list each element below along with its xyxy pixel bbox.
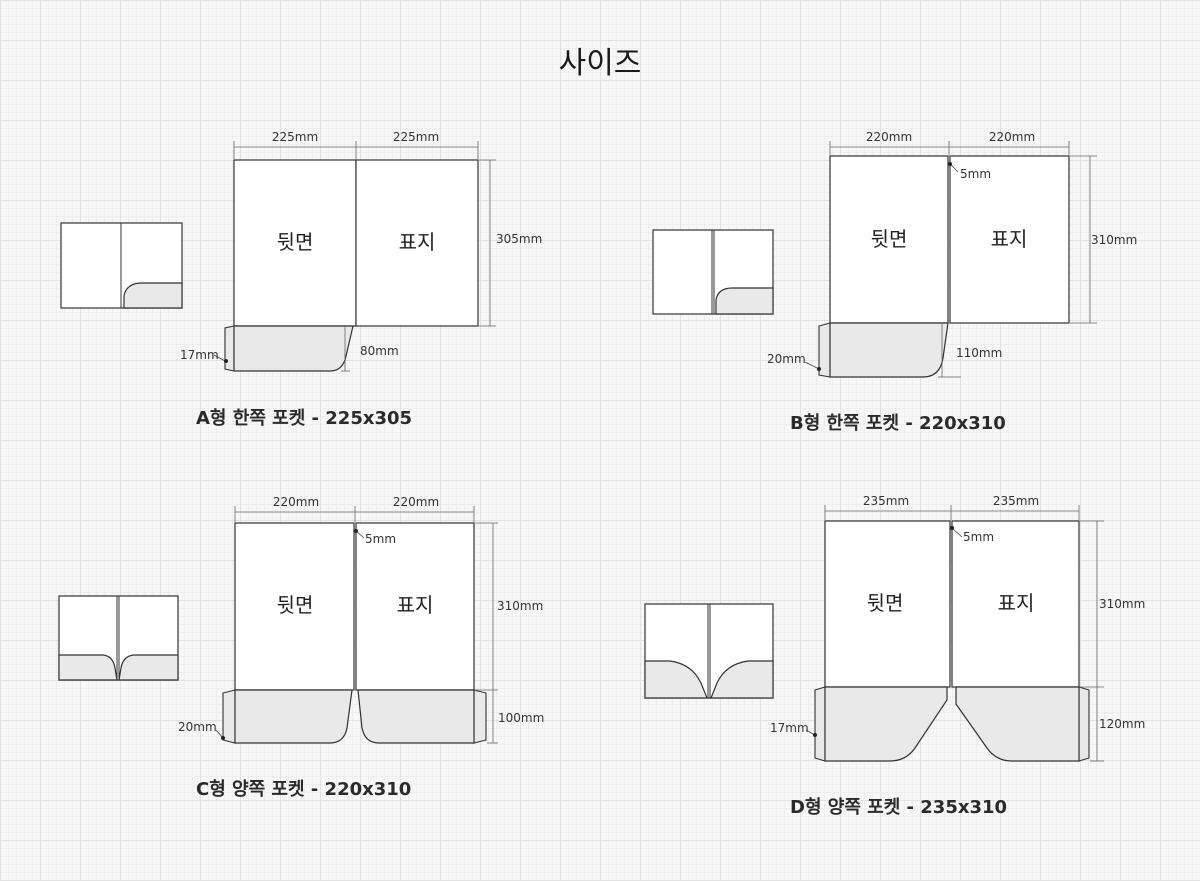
flat-layout-a — [224, 159, 479, 372]
spine-label-b: 5mm — [960, 167, 991, 181]
diagram-a: 뒷면 표지 225mm 225mm 305mm 80mm 17mm A형 한쪽 … — [60, 130, 542, 429]
pocket-height-label-b: 110mm — [956, 346, 1002, 360]
cover-panel-b — [949, 155, 1070, 324]
flat-layout-c — [222, 522, 487, 744]
pocket-left-d — [824, 686, 948, 762]
glue-tab-left-c — [222, 689, 236, 744]
back-panel-d — [824, 520, 951, 688]
caption-b: B형 한쪽 포켓 - 220x310 — [790, 413, 1006, 434]
thumbnail-d — [644, 603, 774, 699]
height-label-b: 310mm — [1091, 233, 1137, 247]
back-panel-b — [829, 155, 949, 324]
diagram-b: 뒷면 표지 220mm 220mm 5mm 310mm 110mm 20mm B… — [652, 130, 1137, 434]
width-right-label-d: 235mm — [993, 494, 1039, 508]
back-label-d: 뒷면 — [867, 591, 904, 615]
width-right-label-c: 220mm — [393, 495, 439, 509]
height-label-c: 310mm — [497, 599, 543, 613]
tab-label-b: 20mm — [767, 352, 806, 366]
flat-layout-b — [818, 155, 1070, 378]
glue-tab-right-d — [1078, 686, 1090, 762]
back-label-b: 뒷면 — [871, 227, 908, 251]
pocket-height-label-d: 120mm — [1099, 717, 1145, 731]
pocket-right-c — [357, 689, 475, 744]
dimension-lines-b — [804, 141, 1097, 378]
cover-label-b: 표지 — [991, 227, 1028, 251]
caption-c: C형 양쪽 포켓 - 220x310 — [196, 779, 411, 800]
tab-label-d: 17mm — [770, 721, 809, 735]
cover-panel-a — [355, 159, 479, 327]
width-left-label-c: 220mm — [273, 495, 319, 509]
dimension-lines-c — [215, 506, 498, 744]
tab-label-a: 17mm — [180, 348, 219, 362]
cover-panel-d — [951, 520, 1080, 688]
glue-tab-left-d — [814, 686, 826, 762]
width-left-label-a: 225mm — [272, 130, 318, 144]
back-label-c: 뒷면 — [277, 593, 314, 617]
flat-layout-d — [814, 520, 1090, 762]
glue-tab-right-c — [473, 689, 487, 744]
dimension-lines-d — [805, 505, 1104, 762]
dimension-lines-a — [213, 141, 496, 372]
caption-d: D형 양쪽 포켓 - 235x310 — [790, 797, 1007, 818]
spine-label-d: 5mm — [963, 530, 994, 544]
width-right-label-a: 225mm — [393, 130, 439, 144]
height-label-d: 310mm — [1099, 597, 1145, 611]
thumbnail-c — [58, 595, 179, 681]
pocket-right-d — [955, 686, 1080, 762]
width-left-label-d: 235mm — [863, 494, 909, 508]
back-label-a: 뒷면 — [277, 230, 314, 254]
caption-a: A형 한쪽 포켓 - 225x305 — [196, 408, 412, 429]
thumbnail-b — [652, 229, 774, 315]
pocket-height-label-c: 100mm — [498, 711, 544, 725]
diagram-d: 뒷면 표지 235mm 235mm 5mm 310mm 120mm 17mm D… — [644, 494, 1145, 818]
width-left-label-b: 220mm — [866, 130, 912, 144]
pocket-left-c — [234, 689, 353, 744]
pocket-a — [233, 325, 354, 372]
tab-label-c: 20mm — [178, 720, 217, 734]
cover-label-a: 표지 — [399, 230, 436, 254]
pocket-b — [829, 322, 949, 378]
width-right-label-b: 220mm — [989, 130, 1035, 144]
glue-tab-a — [224, 325, 235, 372]
back-panel-a — [233, 159, 357, 327]
page-title: 사이즈 — [559, 46, 642, 81]
height-label-a: 305mm — [496, 232, 542, 246]
pocket-height-label-a: 80mm — [360, 344, 399, 358]
thumbnail-a — [60, 222, 183, 309]
diagram-c: 뒷면 표지 220mm 220mm 5mm 310mm 100mm 20mm C… — [58, 495, 544, 800]
cover-label-d: 표지 — [998, 591, 1035, 615]
spine-label-c: 5mm — [365, 532, 396, 546]
cover-label-c: 표지 — [397, 593, 434, 617]
